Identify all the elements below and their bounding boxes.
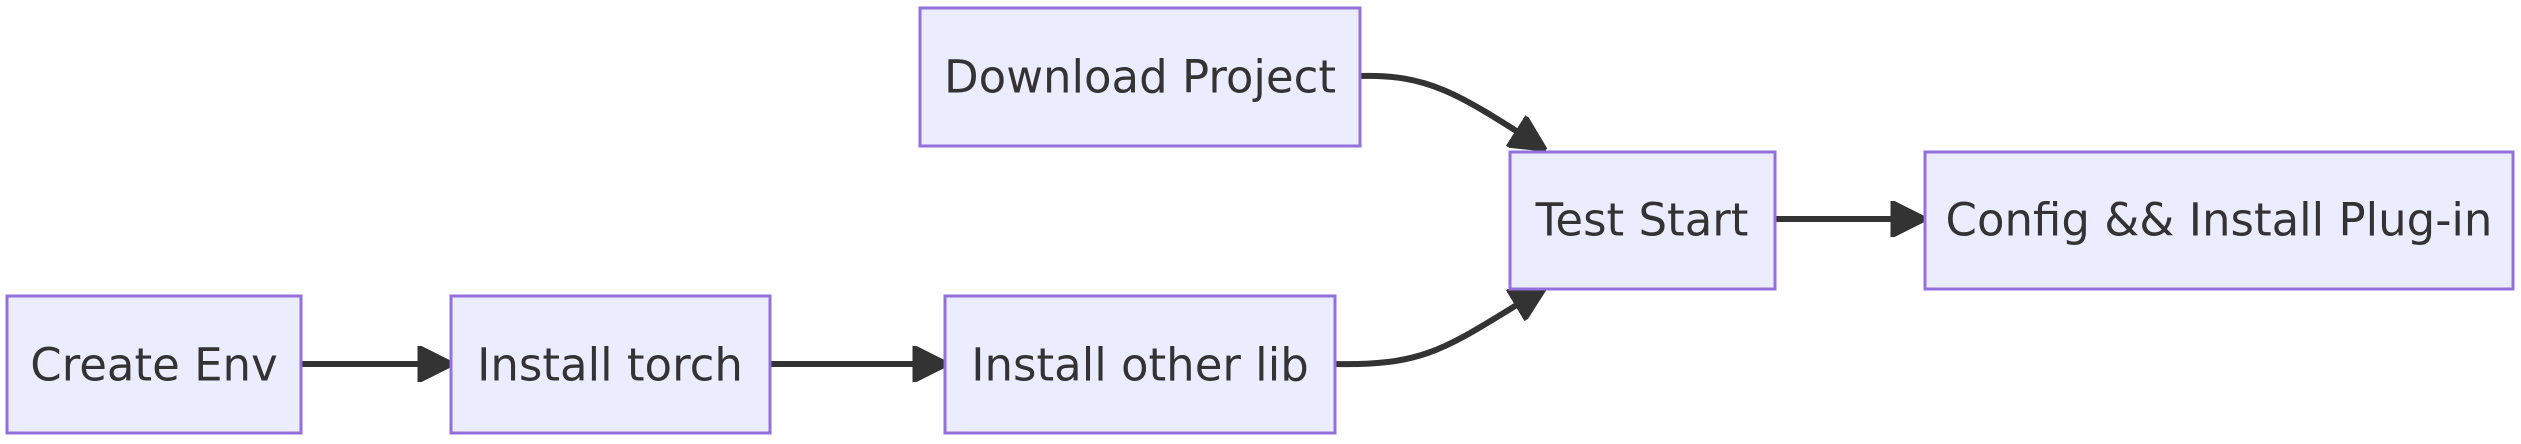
node-create-env: Create Env <box>5 294 303 435</box>
node-download-project: Download Project <box>918 6 1362 148</box>
edge-install-other-lib-to-test-start <box>1334 289 1543 368</box>
node-label: Install other lib <box>971 339 1309 392</box>
node-label: Create Env <box>30 339 277 392</box>
node-install-torch: Install torch <box>449 294 772 435</box>
edge-download-project-to-test-start <box>1359 72 1543 148</box>
node-label: Download Project <box>944 51 1336 104</box>
node-label: Config && Install Plug-in <box>1946 194 2493 247</box>
node-label: Test Start <box>1535 194 1749 247</box>
node-label: Install torch <box>477 339 743 392</box>
node-config-install-plugin: Config && Install Plug-in <box>1923 150 2515 291</box>
node-install-other-lib: Install other lib <box>943 294 1337 435</box>
node-test-start: Test Start <box>1508 150 1777 291</box>
